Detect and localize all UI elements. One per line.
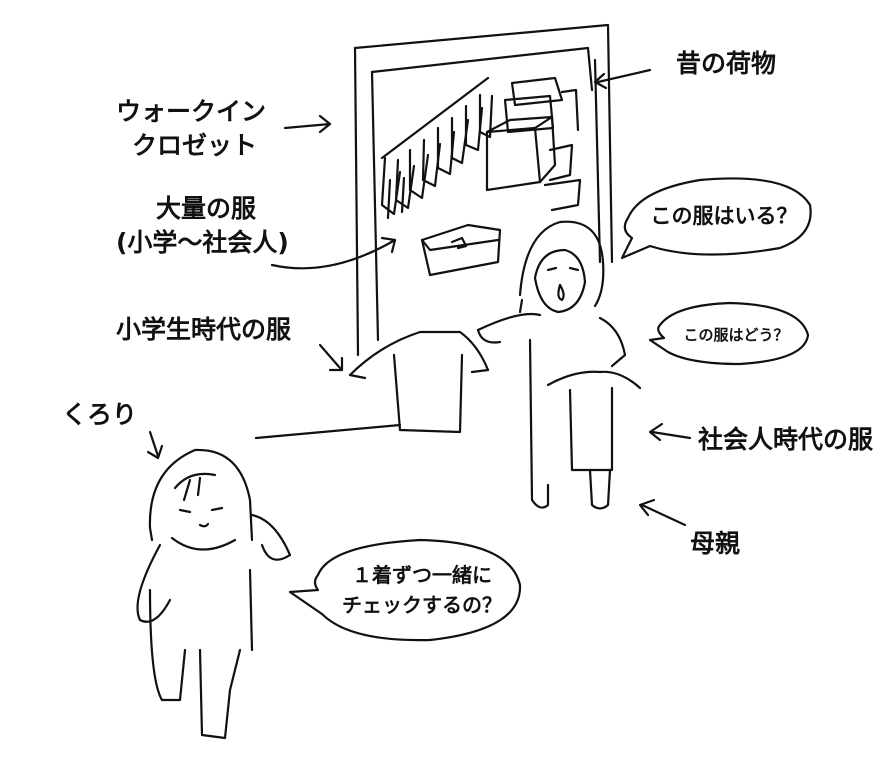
hanging-clothes bbox=[380, 76, 494, 220]
label-working-clothes: 社会人時代の服 bbox=[698, 425, 874, 454]
speech-text-mother-2: この服はどう？ bbox=[683, 326, 789, 344]
closet-frame bbox=[353, 23, 614, 357]
elementary-clothes bbox=[254, 330, 490, 440]
kurori-figure bbox=[136, 448, 292, 740]
speech-bubble-mother-2 bbox=[648, 301, 810, 366]
label-lots-of-clothes-line-2: (小学〜社会人) bbox=[116, 228, 289, 257]
label-old-luggage: 昔の荷物 bbox=[676, 49, 777, 78]
label-walkin-closet-line-2: クロゼット bbox=[132, 131, 258, 160]
speech-bubble-mother-1 bbox=[620, 177, 812, 260]
speech-text-mother-1: この服はいる？ bbox=[650, 204, 798, 228]
label-elementary-clothes: 小学生時代の服 bbox=[116, 315, 292, 344]
speech-text-kurori-line-2: チェックするの？ bbox=[342, 593, 502, 617]
arrows bbox=[146, 68, 692, 527]
speech-text-kurori-line-1: １着ずつ一緒に bbox=[352, 563, 492, 587]
mother-figure bbox=[476, 220, 642, 510]
label-lots-of-clothes-line-1: 大量の服 bbox=[156, 194, 257, 223]
label-lots-of-clothes: 大量の服 (小学〜社会人) bbox=[116, 192, 289, 260]
label-walkin-closet: ウォークイン クロゼット bbox=[116, 95, 266, 163]
storage-boxes bbox=[420, 76, 582, 277]
speech-bubble-kurori bbox=[288, 538, 522, 642]
label-kurori: くろり bbox=[62, 400, 138, 429]
label-walkin-closet-line-1: ウォークイン bbox=[116, 97, 267, 126]
label-mother: 母親 bbox=[690, 529, 741, 558]
speech-text-kurori: １着ずつ一緒に チェックするの？ bbox=[322, 560, 522, 620]
